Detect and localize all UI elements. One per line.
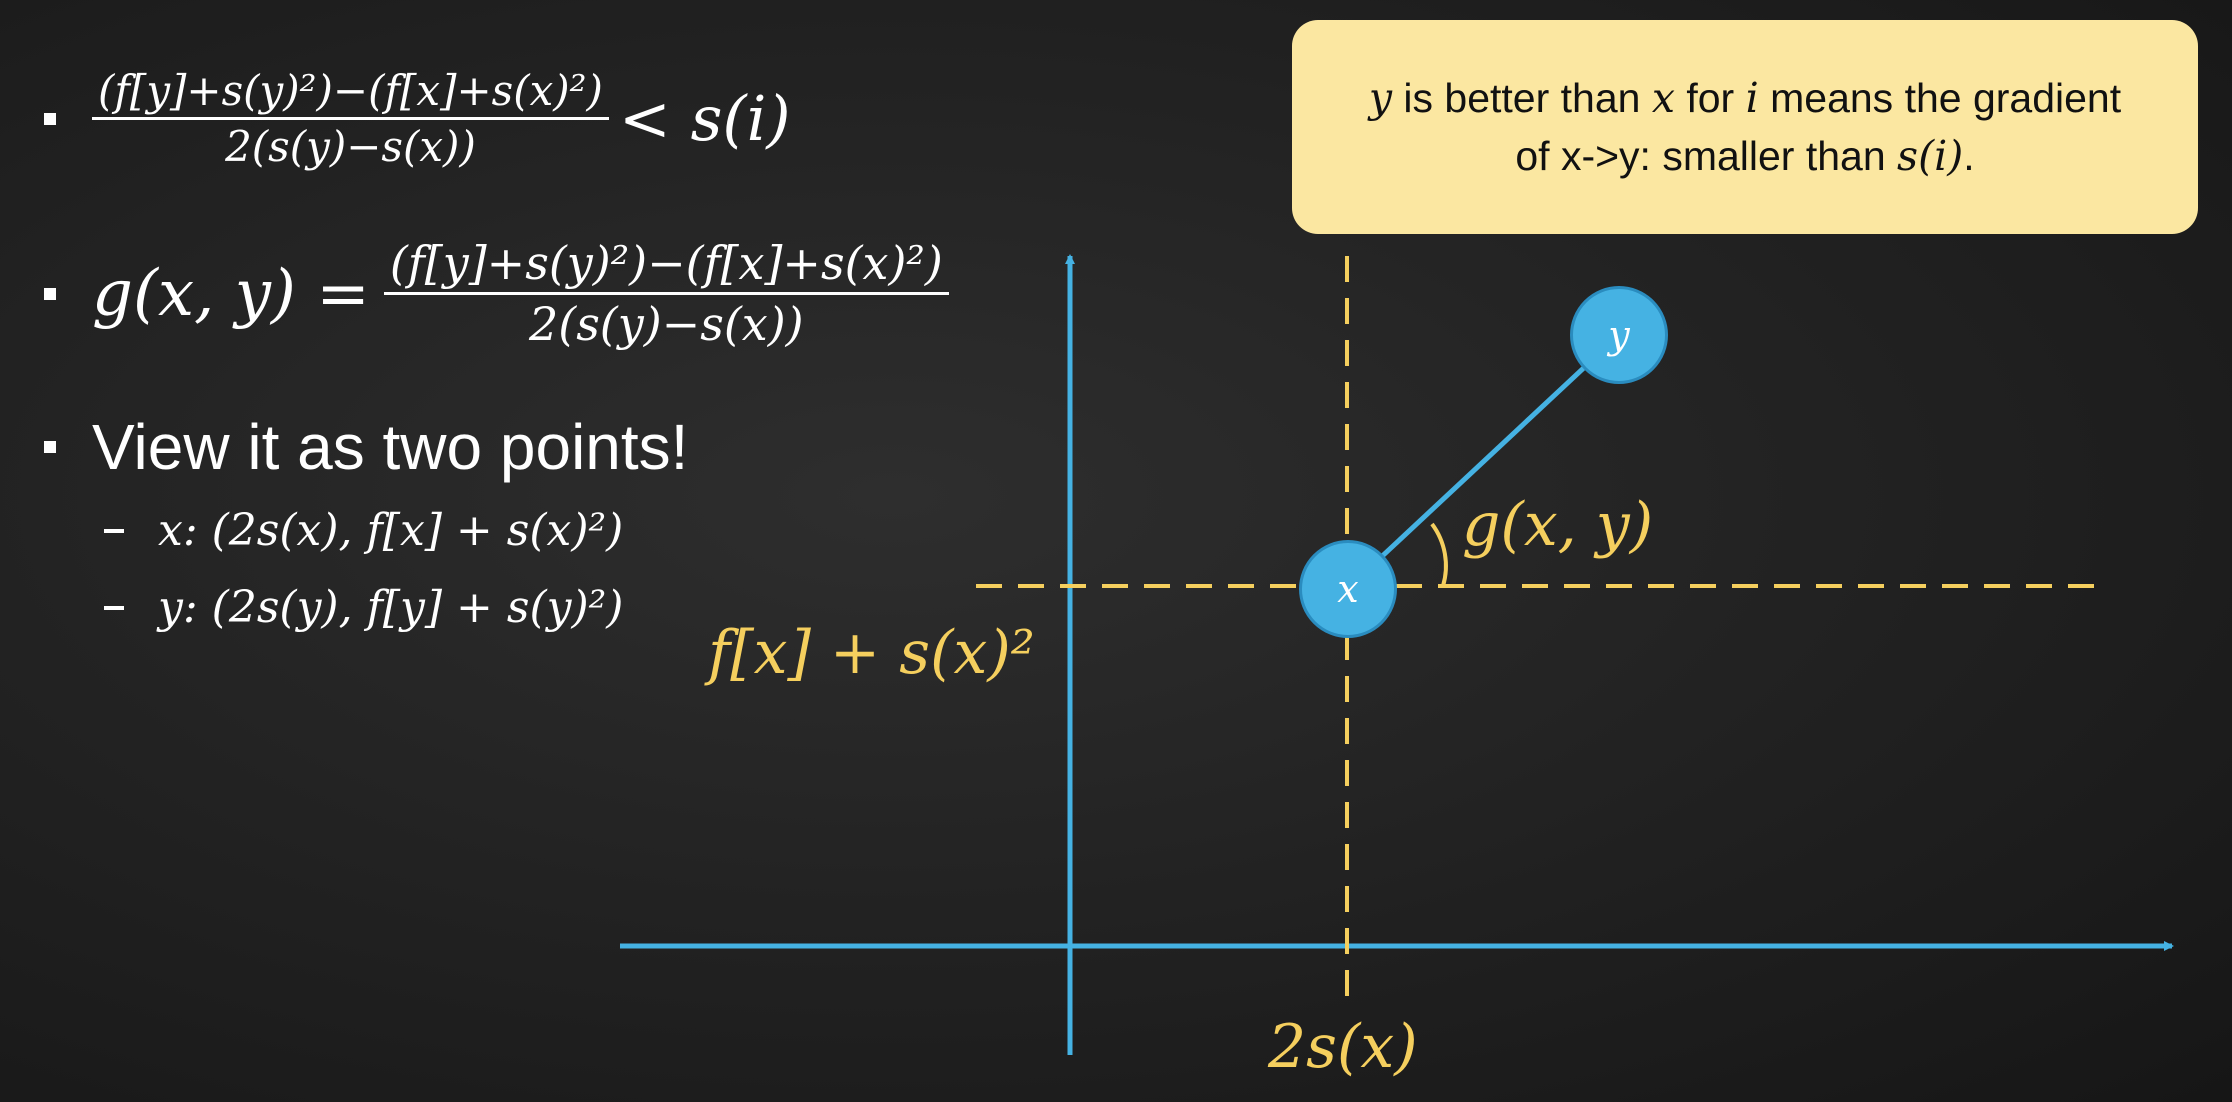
y-axis-label: f[x] + s(x)² [708, 618, 1035, 688]
fraction-denominator: 2(s(y)−s(x)) [528, 297, 804, 351]
bullet-inequality: (f[y]+s(y)²)−(f[x]+s(x)²) 2(s(y)−s(x)) <… [44, 66, 791, 171]
point-y-node: y [1570, 286, 1668, 384]
callout-text-mid: is better than [1392, 75, 1652, 121]
fraction-numerator: (f[y]+s(y)²)−(f[x]+s(x)²) [92, 66, 609, 120]
dash-marker [104, 605, 124, 610]
point-x-label: x [1337, 567, 1359, 611]
angle-arc [1430, 522, 1448, 587]
callout-var-i: i [1745, 74, 1759, 122]
callout-line2-start: of x->y: smaller than [1515, 133, 1898, 179]
callout-var-x: x [1651, 74, 1675, 122]
callout-var-y: y [1368, 74, 1393, 122]
bullet-marker [44, 441, 56, 453]
callout-line2-math: s(i) [1897, 132, 1964, 180]
callout-box: y is better than x for i means the gradi… [1292, 20, 2198, 234]
fraction: (f[y]+s(y)²)−(f[x]+s(x)²) 2(s(y)−s(x)) [383, 236, 949, 351]
dash-marker [104, 528, 124, 533]
bullet-marker [44, 112, 56, 125]
fraction-denominator: 2(s(y)−s(x)) [225, 122, 476, 171]
bullet-g-definition: g(x, y) = (f[y]+s(y)²)−(f[x]+s(x)²) 2(s(… [44, 236, 949, 351]
bullet-text: View it as two points! [92, 411, 689, 483]
callout-text: y is better than x for i means the gradi… [1369, 69, 2121, 185]
point-x-node: x [1299, 540, 1397, 638]
inequality-rhs: < s(i) [618, 82, 791, 155]
g-lhs: g(x, y) = [92, 256, 370, 331]
callout-text-end: means the gradient [1758, 75, 2122, 121]
point-y-coords: : (2s(y), f[y] + s(y)²) [182, 582, 624, 633]
point-x-coords: : (2s(x), f[x] + s(x)²) [182, 505, 624, 556]
gradient-line [1345, 333, 1621, 591]
fraction: (f[y]+s(y)²)−(f[x]+s(x)²) 2(s(y)−s(x)) [92, 66, 609, 171]
point-y-var: y [158, 582, 183, 633]
callout-text-for: for [1674, 75, 1746, 121]
bullet-two-points: View it as two points! [44, 410, 688, 484]
point-x-var: x [158, 505, 183, 556]
sub-bullet-x: x : (2s(x), f[x] + s(x)²) [104, 505, 623, 556]
point-y-label: y [1608, 313, 1630, 357]
sub-bullet-y: y : (2s(y), f[y] + s(y)²) [104, 582, 623, 633]
bullet-marker [44, 287, 56, 300]
fraction-numerator: (f[y]+s(y)²)−(f[x]+s(x)²) [383, 236, 949, 295]
x-axis-label: 2s(x) [1268, 1012, 1418, 1082]
callout-line2-end: . [1963, 133, 1975, 179]
angle-label: g(x, y) [1462, 490, 1654, 560]
